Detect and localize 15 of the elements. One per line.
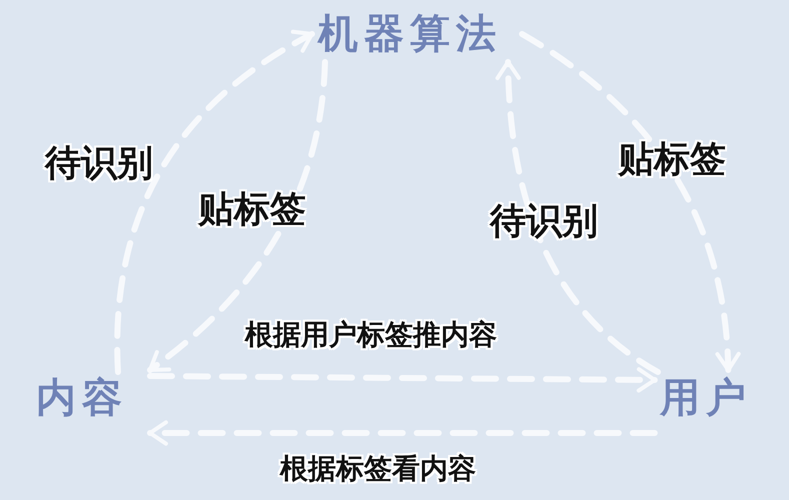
edge-label: 待识别 [45,142,153,186]
dashed-arrow [519,31,740,373]
dashed-arrow [147,59,328,373]
node-label: 机器算法 [318,10,502,58]
edge-label: 贴标签 [198,188,306,232]
edge-label: 贴标签 [618,138,726,182]
dashed-arrow [114,30,315,375]
dashed-arrow [147,420,658,446]
edge-label: 根据用户标签推内容 [245,318,497,352]
edge-label: 根据标签看内容 [280,452,476,486]
dashed-arrow [147,367,658,393]
node-label: 内容 [36,374,128,422]
node-label: 用户 [660,374,752,422]
dashed-arrow [496,59,661,375]
edge-label: 待识别 [490,200,598,244]
